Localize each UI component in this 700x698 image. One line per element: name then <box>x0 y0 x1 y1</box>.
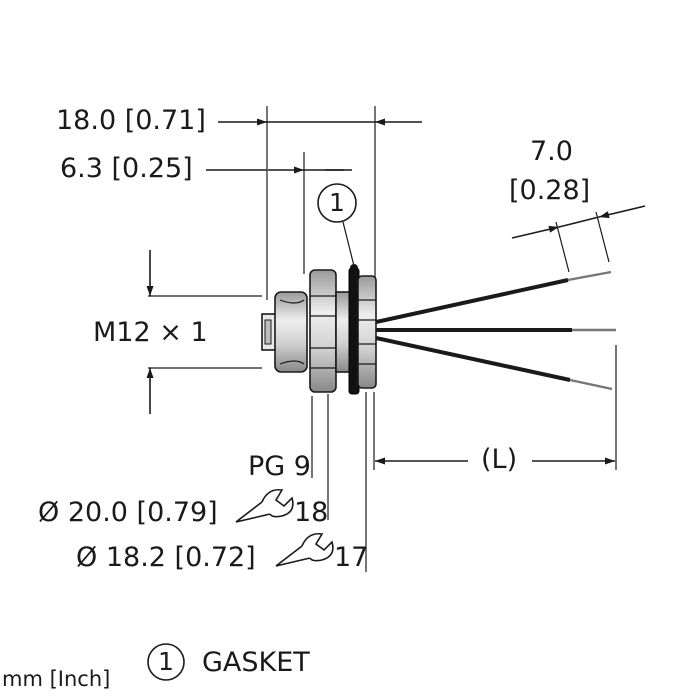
callout-circle <box>317 183 357 223</box>
dim-strip-length-inch: [0.28] <box>509 175 591 206</box>
dim-strip-length: 7.0 <box>530 136 573 167</box>
dim-pg-thread: PG 9 <box>248 451 311 482</box>
dim-nut-diameter-1: Ø 20.0 [0.79] <box>38 497 218 528</box>
gasket-tip <box>350 264 358 272</box>
connector-body <box>261 264 377 395</box>
units-note: mm [Inch] <box>2 667 111 691</box>
body-sleeve <box>335 291 351 373</box>
dim-nut-diameter-2: Ø 18.2 [0.72] <box>76 542 256 573</box>
legend-callout-circle <box>147 643 185 681</box>
wires <box>375 270 616 391</box>
dim-strip-ext-2 <box>595 211 610 263</box>
callout-number: 1 <box>329 188 345 217</box>
dim-wrench-size-1: 18 <box>294 497 329 528</box>
socket-pins <box>264 319 272 345</box>
legend-gasket-label: GASKET <box>202 647 310 678</box>
hex-nut-18 <box>309 269 337 393</box>
dim-thread-length: 6.3 [0.25] <box>60 153 193 184</box>
threaded-housing <box>274 291 308 373</box>
dimension-lines <box>146 118 646 465</box>
dim-strip-arrow-left <box>511 225 560 239</box>
wrench-icon <box>235 488 294 523</box>
dim-strip-arrow-right <box>598 205 646 219</box>
wire-top <box>375 278 569 324</box>
dim-overall-length: 18.0 [0.71] <box>56 105 206 136</box>
dim-wrench-size-2: 17 <box>334 542 369 573</box>
legend-callout-number: 1 <box>158 647 174 676</box>
dim-strip-span <box>558 216 600 228</box>
wire-bottom-strip <box>569 378 613 391</box>
wrench-icon <box>275 532 334 567</box>
wire-bottom <box>375 336 571 382</box>
dim-strip-ext-1 <box>555 221 570 273</box>
wire-top-strip <box>567 270 612 282</box>
hex-nut-17 <box>357 275 377 389</box>
callout-leader <box>342 221 355 267</box>
dim-thread-size: M12 × 1 <box>93 317 208 348</box>
extension-lines <box>148 106 617 572</box>
dim-cable-length: (L) <box>481 444 518 475</box>
